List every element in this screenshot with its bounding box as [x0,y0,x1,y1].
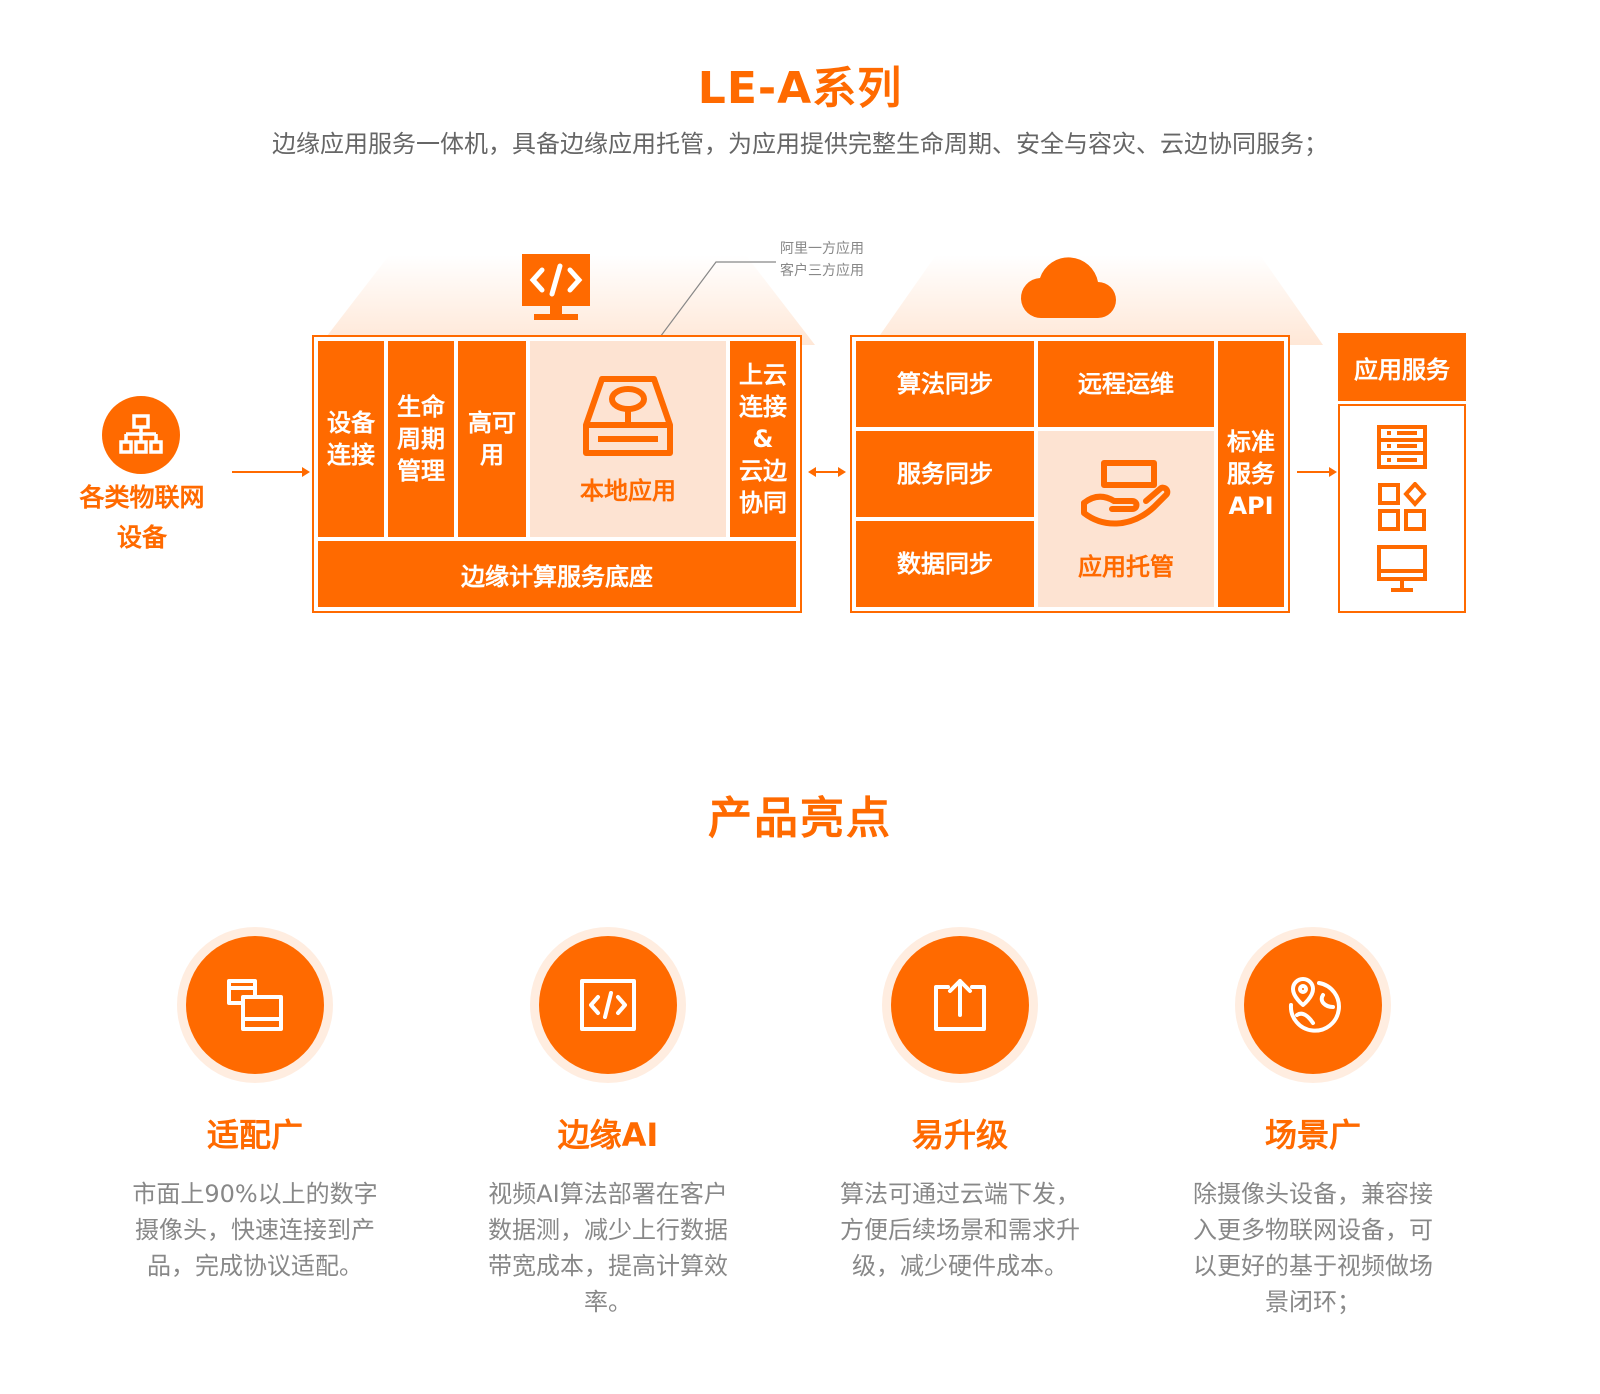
highlight-icon-circle-1 [186,936,324,1074]
upload-box-icon [934,979,986,1031]
highlight-icon-circle-3 [891,936,1029,1074]
highlight-name-3: 易升级 [911,1116,1008,1154]
cell-data-sync: 数据同步 [856,521,1034,607]
cell-app-hosting: 应用托管 [1038,431,1214,607]
app-service-title: 应用服务 [1338,333,1466,401]
cell-device-connect: 设备连接 [318,341,384,537]
cell-algo-sync: 算法同步 [856,341,1034,427]
highlight-icon-circle-2 [539,936,677,1074]
globe-pin-icon [1288,977,1341,1033]
cell-high-availability: 高可用 [458,341,526,537]
cloud-icon [1020,257,1116,319]
storage-disk-icon [583,375,673,456]
list-document-icon [1377,424,1427,469]
hand-hosting-icon [1081,459,1171,526]
cell-local-app: 本地应用 [530,341,726,537]
highlight-desc-1: 市面上90%以上的数字摄像头，快速连接到产品，完成协议适配。 [132,1180,378,1280]
cell-service-sync: 服务同步 [856,431,1034,517]
adapt-windows-icon [227,979,283,1031]
hero-title: LE-A系列 [697,63,903,114]
highlight-desc-3: 算法可通过云端下发，方便后续场景和需求升级，减少硬件成本。 [840,1180,1080,1280]
hero-subtitle: 边缘应用服务一体机，具备边缘应用托管，为应用提供完整生命周期、安全与容灾、云边协… [272,130,1328,158]
arrow-device-to-edge [232,467,310,477]
code-window-icon [580,979,636,1031]
cell-edge-base: 边缘计算服务底座 [318,541,796,607]
edge-computing-box: 设备连接 生命周期管理 高可用 本地应用 上云连接 &云边 协同 边缘计算服务底… [312,335,802,613]
cell-cloud-connect: 上云连接 &云边 协同 [730,341,796,537]
iot-device-icon-circle [102,396,180,474]
highlight-name-1: 适配广 [206,1116,303,1154]
org-tree-icon [119,414,163,454]
iot-device-label: 各类物联网 设备 [79,483,205,552]
highlight-name-2: 边缘AI [557,1116,659,1154]
cell-lifecycle: 生命周期管理 [388,341,454,537]
arrow-cloud-to-app [1297,467,1337,477]
desktop-monitor-icon [1377,544,1427,592]
highlight-name-4: 场景广 [1264,1116,1361,1154]
app-service-panel [1338,404,1466,613]
highlight-desc-2: 视频AI算法部署在客户数据测，减少上行数据带宽成本，提高计算效率。 [488,1180,728,1316]
highlight-desc-4: 除摄像头设备，兼容接入更多物联网设备，可以更好的基于视频做场景闭环； [1193,1180,1433,1316]
code-monitor-icon [522,254,590,320]
arrow-edge-cloud-bidirectional [808,467,846,477]
highlights-title: 产品亮点 [708,793,892,844]
highlight-icon-circle-4 [1244,936,1382,1074]
apps-grid-icon [1378,481,1427,531]
cell-remote-ops: 远程运维 [1038,341,1214,427]
callout-text: 阿里一方应用 客户三方应用 [780,241,864,279]
